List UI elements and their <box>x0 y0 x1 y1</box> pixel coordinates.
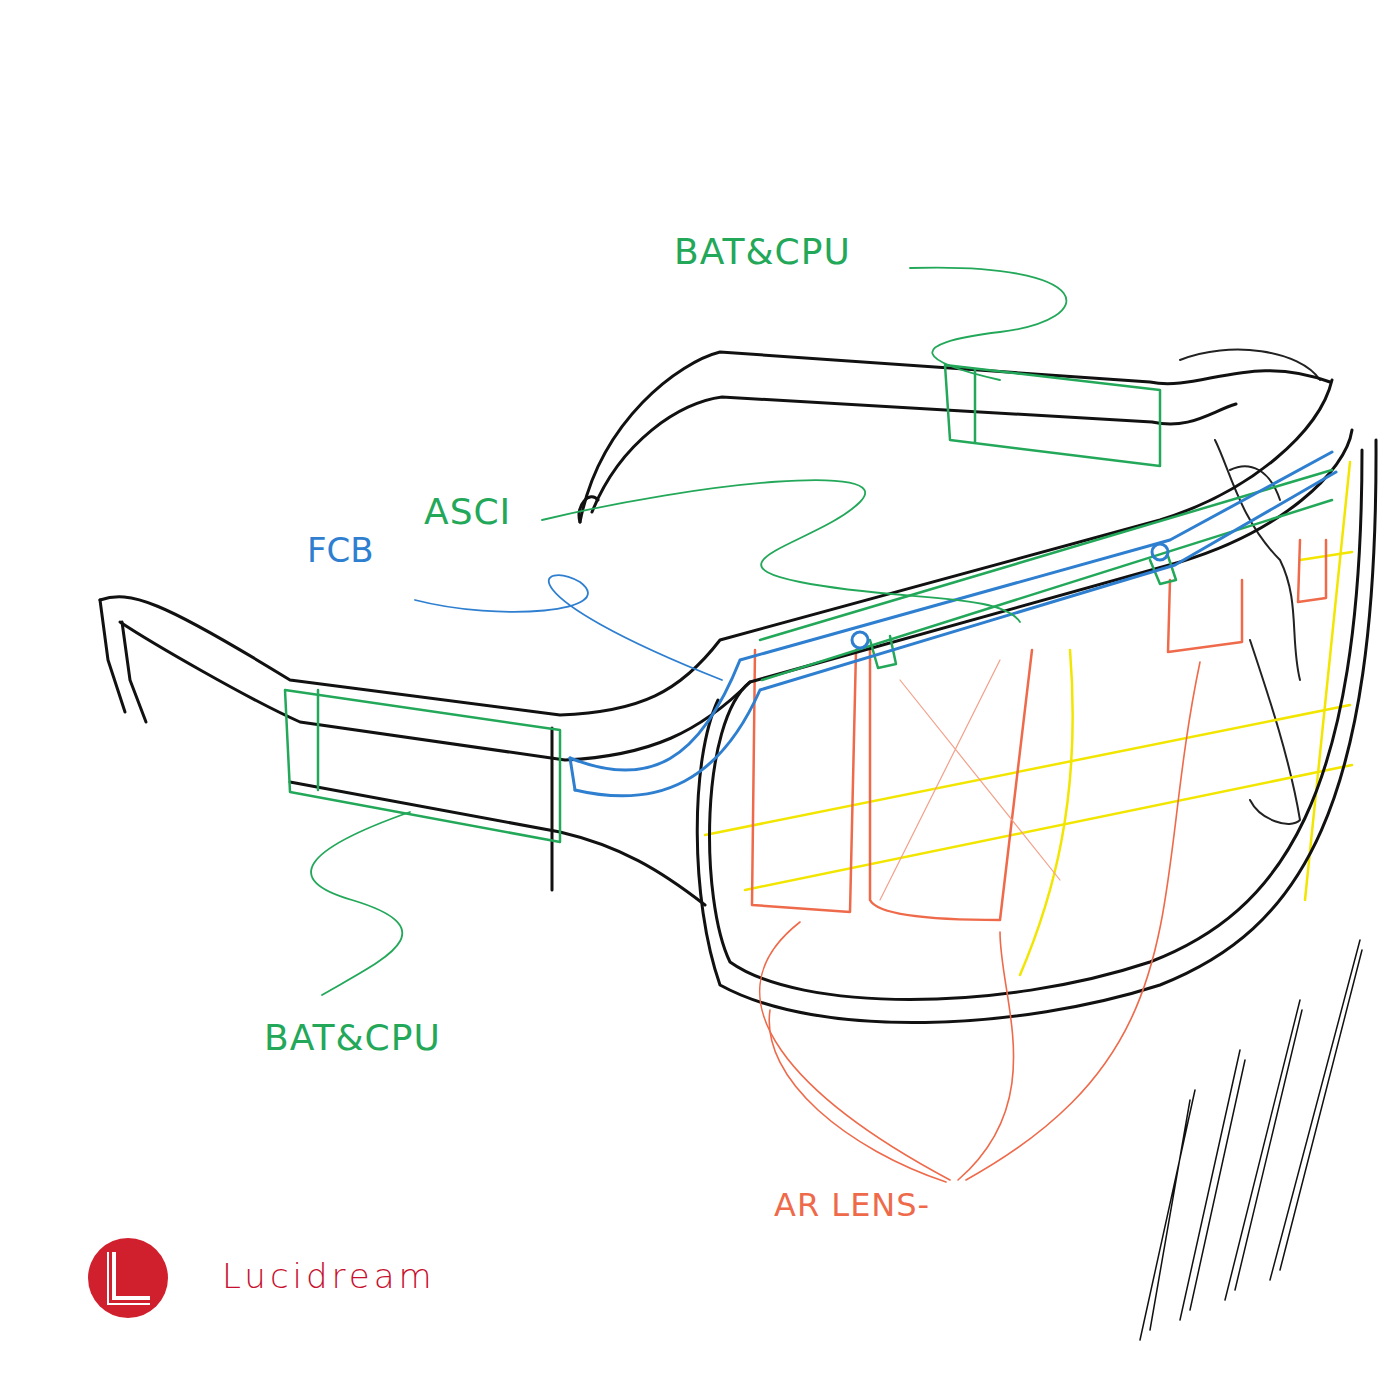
component-label: AR LENS- <box>772 1188 932 1223</box>
component-label: FCB <box>305 532 376 569</box>
component-label: BAT&CPU <box>262 1018 443 1058</box>
brand-name: Lucidream <box>220 1258 438 1295</box>
component-label: ASCI <box>422 492 513 532</box>
component-label: BAT&CPU <box>672 232 853 272</box>
logo-mark <box>88 1238 168 1318</box>
